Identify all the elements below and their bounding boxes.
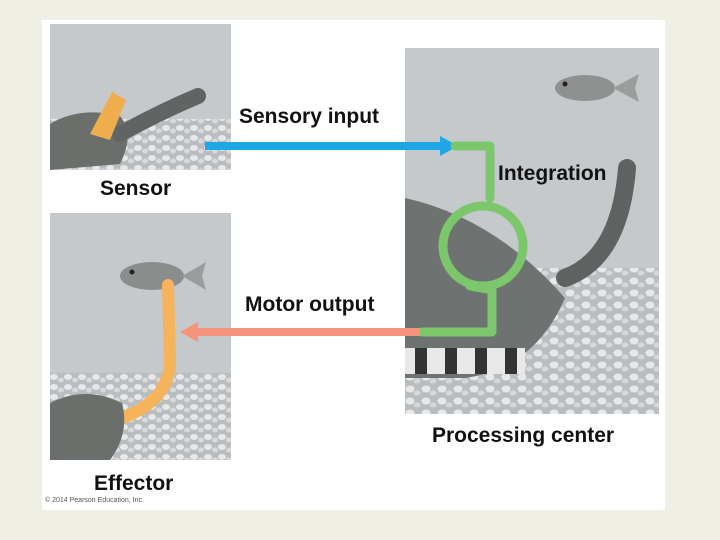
diagram-card: Sensory input Integration Sensor Motor o… <box>42 20 665 510</box>
integration-label: Integration <box>498 162 607 185</box>
effector-label: Effector <box>94 472 174 495</box>
fish-top <box>555 74 639 102</box>
motor-output-arrow <box>180 322 420 342</box>
copyright-text: © 2014 Pearson Education, Inc. <box>45 497 144 504</box>
sensor-panel <box>50 24 231 170</box>
sensor-label: Sensor <box>100 177 172 200</box>
processing-center-label: Processing center <box>432 424 615 447</box>
sensory-input-arrow <box>205 136 458 156</box>
integration-loop <box>417 141 528 337</box>
sensor-organ <box>90 92 126 140</box>
siphon-large <box>556 159 636 287</box>
motor-output-label: Motor output <box>245 293 375 316</box>
effector-panel <box>50 213 231 460</box>
siphon <box>112 88 206 142</box>
snail-shell-2 <box>50 394 125 460</box>
effector-siphon <box>116 279 177 424</box>
sensory-input-label: Sensory input <box>239 105 380 128</box>
